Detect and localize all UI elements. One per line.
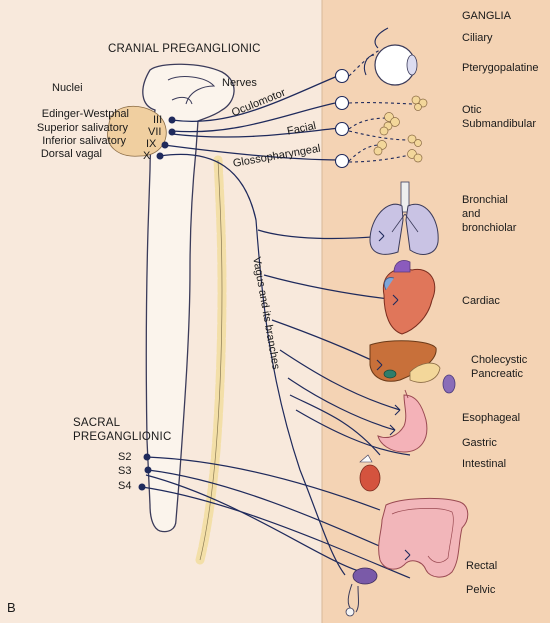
nucleus-dorsal-vagal: Dorsal vagal [40, 148, 102, 160]
numeral-vii: VII [148, 126, 162, 138]
organ-and: and [462, 208, 481, 220]
pterygopalatine-postganglionic [348, 102, 413, 105]
organ-rectal: Rectal [466, 560, 498, 572]
nucleus-dots [138, 116, 176, 491]
ganglion-pterygopalatine: Pterygopalatine [462, 62, 539, 74]
glossopharyngeal-fibre [163, 144, 341, 161]
numeral-ix: IX [146, 138, 157, 150]
colon-inner [391, 508, 454, 563]
vagus-bronchial [257, 229, 385, 240]
vagus-branches [255, 219, 411, 576]
pancreas-icon [409, 362, 441, 383]
organ-pancreatic: Pancreatic [471, 368, 523, 380]
organ-cardiac: Cardiac [462, 295, 500, 307]
numeral-iii: III [153, 114, 163, 126]
otic-postganglionic-2 [348, 130, 411, 141]
parotid-gland-icon [379, 112, 400, 136]
sacral-s4: S4 [118, 480, 132, 492]
dot-s4 [138, 483, 146, 491]
nucleus-inferior-salivatory: Inferior salivatory [42, 135, 126, 147]
ciliary-postganglionic [348, 49, 381, 77]
sympathetic-chain-edge [199, 159, 223, 561]
sacral-fibre-1 [146, 456, 381, 511]
sacral-s2: S2 [118, 451, 132, 463]
ganglia-header: GANGLIA [462, 10, 511, 22]
nuclei-label: Nuclei [52, 82, 83, 94]
dot-s2 [143, 453, 151, 461]
ganglion-submandibular: Submandibular [462, 118, 536, 130]
heart-icon [382, 260, 436, 335]
nucleus-superior-salivatory: Superior salivatory [36, 122, 128, 134]
submandibular-ganglion [334, 153, 350, 169]
submandibular-postganglionic-2 [348, 154, 411, 163]
kidney-icon [359, 454, 381, 492]
oculomotor-fibre [171, 74, 341, 122]
organ-bronchiolar: bronchiolar [462, 222, 517, 234]
colon-icon [378, 497, 469, 578]
dot-vii [168, 128, 176, 136]
organ-gastric: Gastric [462, 437, 497, 449]
gland-tufts [373, 95, 428, 163]
lacrimal-gland-icon [411, 95, 428, 111]
nuclei-blob [107, 105, 167, 157]
ciliary-ganglion [334, 68, 350, 84]
brain-stem-inner [171, 96, 193, 105]
vagus-spleen [289, 394, 381, 456]
organ-bronchial: Bronchial [462, 194, 508, 206]
vagus-intestinal [295, 409, 411, 456]
facial-fibre-2 [171, 127, 341, 138]
vagus-cardiac [263, 274, 399, 301]
ganglion-ciliary: Ciliary [462, 32, 493, 44]
pelvic-organs-icon [345, 567, 378, 617]
facial-fibre-1 [171, 101, 341, 133]
stomach-icon [377, 389, 428, 453]
cranial-preganglionic-header: CRANIAL PREGANGLIONIC [108, 43, 261, 55]
cranial-ganglia [334, 49, 413, 169]
cranial-nerve-fibres [159, 74, 341, 221]
organ-cholecystic: Cholecystic [471, 354, 528, 366]
vagus-cholecystic [271, 319, 383, 366]
sacral-fibre-3 [141, 486, 411, 579]
panel-letter: B [7, 600, 16, 615]
lungs-icon [369, 181, 439, 255]
organ-pelvic: Pelvic [466, 584, 496, 596]
branch-endings [376, 230, 411, 561]
vagus-trunk [255, 219, 346, 576]
sacral-header-line-1: SACRAL [73, 417, 121, 429]
sacral-s3: S3 [118, 465, 132, 477]
pterygopalatine-ganglion [334, 95, 350, 111]
organ-esophageal: Esophageal [462, 412, 521, 424]
numeral-x: X [143, 150, 151, 162]
sacral-fibres [141, 456, 411, 579]
sacral-header-line-2: PREGANGLIONIC [73, 431, 172, 443]
brain-stem-fold [167, 76, 216, 105]
otic-ganglion [334, 121, 350, 137]
dot-iii [168, 116, 176, 124]
dot-s3 [144, 466, 152, 474]
submandibular-postganglionic [348, 144, 381, 162]
dot-ix [161, 141, 169, 149]
eye-icon [363, 27, 418, 86]
vagus-gastric [287, 377, 396, 431]
vagus-esophageal [279, 349, 401, 411]
spleen-icon [442, 374, 456, 394]
ganglion-otic: Otic [462, 104, 482, 116]
nerves-label: Nerves [222, 77, 257, 89]
vagus-fibre [159, 153, 257, 221]
dot-x [156, 152, 164, 160]
submandibular-gland-icon [373, 134, 423, 163]
nucleus-edinger-westphal: Edinger-Westphal [41, 108, 129, 120]
brain-stem-outline [142, 63, 235, 533]
sacral-fibre-2 [147, 469, 401, 556]
organ-intestinal: Intestinal [462, 458, 507, 470]
sacral-fibre-4 [145, 474, 363, 573]
